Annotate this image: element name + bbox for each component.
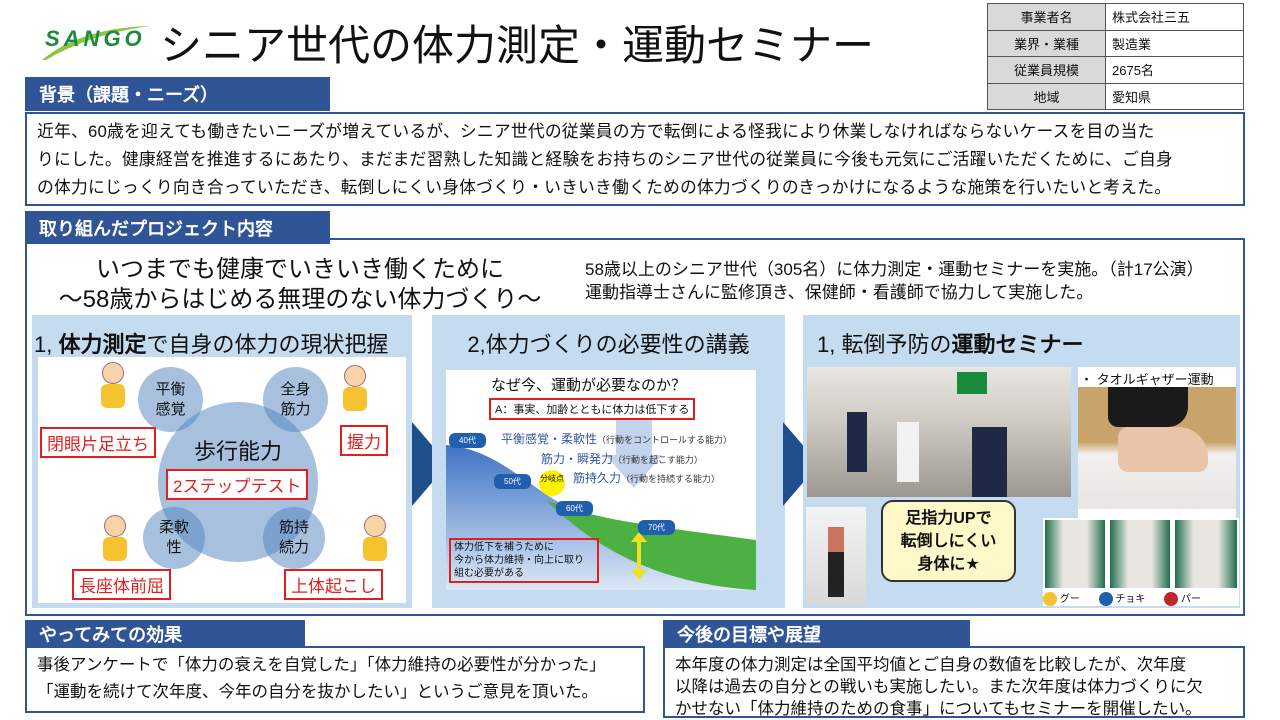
info-value: 2675名 — [1105, 56, 1244, 84]
panel-lecture: 2,体力づくりの必要性の講義 なぜ今、運動が必要なのか？ A：事実、加齢とともに… — [432, 315, 785, 608]
age-label: 70代 — [638, 520, 675, 535]
towel-gather-box: ・ タオルギャザー運動 — [1078, 367, 1236, 522]
test-grip: 握力 — [340, 425, 388, 456]
info-label: 従業員規模 — [987, 56, 1106, 84]
panel-exercise-seminar: 1, 転倒予防の運動セミナー ・ タオルギャザー運動 足指力UPで転倒しにくい身… — [803, 315, 1240, 608]
ability-line: 筋力・瞬発力（行動を起こす能力） — [541, 452, 703, 466]
test-flex: 長座体前屈 — [72, 569, 171, 600]
catchphrase: いつまでも健康でいきいき働くために ～58歳からはじめる無理のない体力づくり～ — [40, 255, 560, 315]
rps-legend: グー チョキ パー — [1043, 590, 1201, 607]
desc-line: 58歳以上のシニア世代（305名）に体力測定・運動セミナーを実施。（計17公演） — [585, 260, 1204, 279]
project-description: 58歳以上のシニア世代（305名）に体力測定・運動セミナーを実施。（計17公演）… — [585, 258, 1204, 304]
background-line: りにした。健康経営を推進するにあたり、まだまだ習熟した知識と経験をお持ちのシニア… — [37, 150, 1173, 169]
circle-flexibility: 柔軟性 — [143, 507, 205, 569]
future-line: かせない「体力維持のための食事」についてもセミナーを開催したい。 — [675, 700, 1202, 718]
future-heading: 今後の目標や展望 — [663, 620, 970, 648]
seminar-photo — [807, 367, 1071, 497]
towel-photo — [1078, 387, 1236, 509]
info-value: 製造業 — [1105, 29, 1244, 57]
branch-point-badge: 分岐点 — [539, 470, 565, 496]
project-heading: 取り組んだプロジェクト内容 — [25, 211, 330, 244]
lecture-answer: A：事実、加齢とともに体力は低下する — [489, 398, 696, 420]
age-label: 50代 — [494, 474, 531, 489]
background-line: の体力にじっくり向き合っていただき、転倒しにくい身体づくり・いきいき働くための体… — [37, 178, 1172, 197]
ability-line: 平衡感覚・柔軟性（行動をコントロールする能力） — [501, 432, 733, 446]
panel-title: 2,体力づくりの必要性の講義 — [467, 332, 750, 357]
future-line: 本年度の体力測定は全国平均値とご自身の数値を比較したが、次年度 — [675, 656, 1187, 674]
age-label: 60代 — [556, 501, 593, 516]
desc-line: 運動指導士さんに監修頂き、保健師・看護師で協力して実施した。 — [585, 283, 1094, 302]
panel-title: 1, 転倒予防の運動セミナー — [817, 332, 1084, 357]
test-balance: 閉眼片足立ち — [40, 427, 156, 458]
lecture-question: なぜ今、運動が必要なのか？ — [491, 377, 687, 394]
towel-gather-label: ・ タオルギャザー運動 — [1080, 372, 1214, 387]
effect-line: 事後アンケートで「体力の衰えを自覚した」「体力維持の必要性が分かった」 — [37, 656, 606, 674]
circle-endurance: 筋持続力 — [263, 507, 325, 569]
lecture-note: 体力低下を補うために今から体力維持・向上に取り組む必要がある — [449, 538, 599, 583]
panel-fitness-test: 1, 体力測定で自身の体力の現状把握 歩行能力 平衡感覚 全身筋力 柔軟性 筋持… — [32, 315, 412, 608]
child-illustration — [338, 365, 372, 415]
logo: SANGO — [45, 26, 146, 51]
future-box: 本年度の体力測定は全国平均値とご自身の数値を比較したが、次年度 以降は過去の自分… — [663, 646, 1245, 718]
info-label: 事業者名 — [987, 3, 1106, 31]
scissors-hand-icon — [1098, 592, 1113, 607]
age-label: 40代 — [449, 433, 486, 448]
child-illustration — [96, 362, 130, 412]
speech-bubble: 足指力UPで転倒しにくい身体に★ — [881, 500, 1016, 582]
circle-balance: 平衡感覚 — [138, 367, 203, 432]
effect-line: 「運動を続けて次年度、今年の自分を抜かしたい」というご意見を頂いた。 — [37, 683, 598, 701]
child-illustration — [98, 515, 132, 565]
lecture-slide: なぜ今、運動が必要なのか？ A：事実、加齢とともに体力は低下する 平衡感覚・柔軟… — [446, 370, 756, 590]
rock-hand-icon — [1043, 592, 1057, 607]
info-label: 地域 — [987, 82, 1106, 110]
background-line: 近年、60歳を迎えても働きたいニーズが増えているが、シニア世代の従業員の方で転倒… — [37, 122, 1155, 141]
info-value: 愛知県 — [1105, 82, 1244, 110]
info-value: 株式会社三五 — [1105, 3, 1244, 31]
paper-hand-icon — [1164, 592, 1179, 607]
stretch-photo — [806, 507, 866, 605]
page-title: シニア世代の体力測定・運動セミナー — [160, 22, 875, 69]
test-2step: 2ステップテスト — [166, 469, 309, 500]
future-line: 以降は過去の自分との戦いも実施したい。また次年度は体力づくりに欠 — [675, 678, 1203, 696]
circle-strength: 全身筋力 — [263, 367, 328, 432]
panel-title: 1, 体力測定で自身の体力の現状把握 — [34, 332, 389, 357]
effect-heading: やってみての効果 — [25, 620, 305, 648]
info-label: 業界・業種 — [987, 29, 1106, 57]
child-illustration — [358, 515, 392, 565]
catchphrase-line2: ～58歳からはじめる無理のない体力づくり～ — [58, 286, 542, 313]
effect-box: 事後アンケートで「体力の衰えを自覚した」「体力維持の必要性が分かった」 「運動を… — [25, 646, 645, 713]
background-box: 近年、60歳を迎えても働きたいニーズが増えているが、シニア世代の従業員の方で転倒… — [25, 112, 1245, 206]
toe-exercise-box: グー チョキ パー — [1043, 518, 1239, 607]
catchphrase-line1: いつまでも健康でいきいき働くために — [96, 256, 504, 283]
background-heading: 背景（課題・ニーズ） — [25, 77, 330, 111]
ability-line: 筋持久力（行動を持続する能力） — [573, 471, 721, 485]
test-situp: 上体起こし — [284, 569, 383, 600]
